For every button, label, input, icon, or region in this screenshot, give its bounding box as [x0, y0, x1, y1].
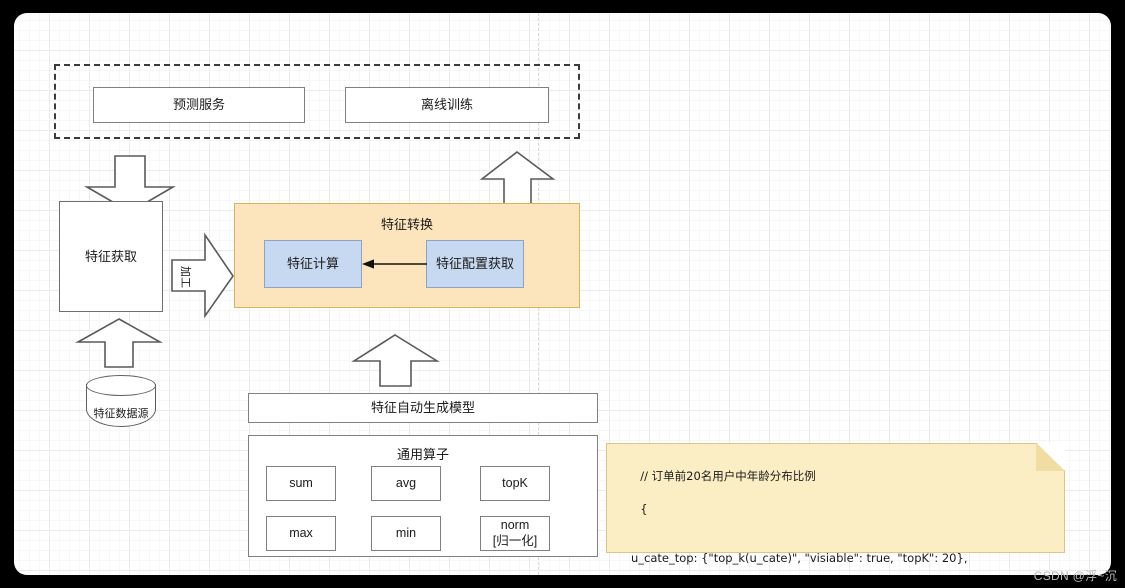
operator-label: max — [289, 525, 313, 540]
operator-norm[interactable]: norm [归一化] — [480, 516, 550, 551]
operator-label: topK — [502, 475, 528, 490]
serving-group-container[interactable] — [54, 64, 580, 139]
operator-label: avg — [395, 475, 417, 490]
operator-max[interactable]: max — [266, 516, 336, 551]
node-prediction-service[interactable]: 预测服务 — [93, 87, 305, 123]
block-arrow-up-to-transform — [351, 334, 440, 387]
group-title: 通用算子 — [396, 447, 449, 462]
block-arrow-up-to-offline-training — [479, 150, 556, 205]
operator-label: min — [395, 525, 417, 540]
operator-min[interactable]: min — [371, 516, 441, 551]
csdn-watermark: CSDN @浮~沉 — [1033, 569, 1117, 583]
node-label: 特征计算 — [286, 256, 339, 272]
node-label: 特征获取 — [84, 248, 137, 264]
node-label: 预测服务 — [172, 97, 225, 113]
node-feature-data-source[interactable]: 特征数据源 — [86, 375, 156, 427]
node-feature-config-fetch[interactable]: 特征配置获取 — [426, 240, 524, 288]
note-body: // 订单前20名用户中年龄分布比例 { u_cate_top: {"top_k… — [607, 444, 1064, 575]
node-label: 特征数据源 — [93, 408, 149, 420]
operator-topk[interactable]: topK — [480, 466, 550, 501]
block-arrow-right-process — [171, 232, 234, 319]
node-auto-feature-model[interactable]: 特征自动生成模型 — [248, 393, 598, 423]
code-note[interactable]: // 订单前20名用户中年龄分布比例 { u_cate_top: {"top_k… — [606, 443, 1065, 565]
node-feature-compute[interactable]: 特征计算 — [264, 240, 362, 288]
node-label: 特征自动生成模型 — [370, 400, 475, 416]
operator-sum[interactable]: sum — [266, 466, 336, 501]
process-arrow-label: 加工 — [179, 266, 191, 288]
operator-avg[interactable]: avg — [371, 466, 441, 501]
note-open-brace: { — [640, 501, 648, 516]
node-feature-fetch[interactable]: 特征获取 — [59, 201, 163, 312]
node-label: 离线训练 — [420, 97, 473, 113]
connector-config-to-compute — [362, 256, 428, 272]
note-code-line-1: u_cate_top: {"top_k(u_cate)", "visiable"… — [631, 550, 968, 565]
block-arrow-up-from-data-source — [74, 318, 164, 368]
group-common-operators[interactable]: 通用算子 sum avg topK max min norm [归一化] — [248, 435, 598, 557]
cylinder-top — [86, 375, 156, 396]
operator-sublabel: [归一化] — [492, 533, 538, 548]
operator-label: norm — [500, 517, 530, 532]
node-label: 特征配置获取 — [435, 256, 514, 272]
diagram-canvas[interactable]: 预测服务 离线训练 特征获取 加工 — [14, 13, 1111, 575]
operator-label: sum — [289, 475, 313, 490]
note-comment-line: // 订单前20名用户中年龄分布比例 — [640, 469, 816, 484]
group-title: 特征转换 — [380, 217, 433, 232]
node-offline-training[interactable]: 离线训练 — [345, 87, 549, 123]
block-arrow-down-to-feature-fetch — [84, 155, 176, 213]
